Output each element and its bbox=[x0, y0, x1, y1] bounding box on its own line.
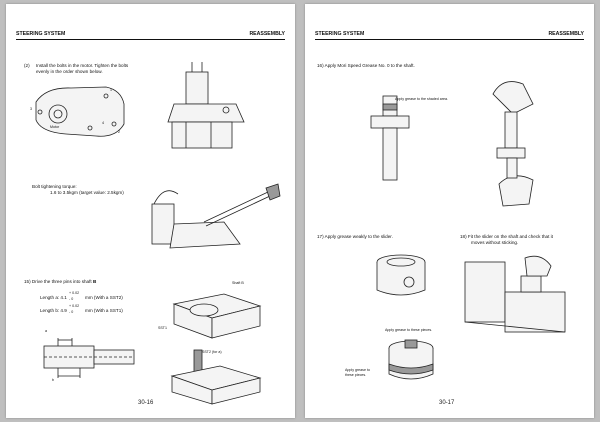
dimension-a-label: a bbox=[45, 329, 47, 333]
slider-fit-illustration bbox=[464, 255, 566, 333]
bolt-label-3: 3 bbox=[30, 107, 32, 111]
step-17-text: 17) Apply grease weakly to the slider. bbox=[317, 234, 393, 239]
slider-illustration bbox=[376, 254, 426, 296]
header-section-title: STEERING SYSTEM bbox=[16, 31, 66, 37]
dimension-b-label: b bbox=[52, 378, 54, 382]
step-2-line-2: evenly in the order shown below. bbox=[36, 69, 103, 74]
header-section-title: STEERING SYSTEM bbox=[315, 31, 365, 37]
motor-label: Motor bbox=[50, 125, 60, 129]
page-number: 30-16 bbox=[138, 400, 154, 406]
shaft-b-label: Shaft B bbox=[232, 281, 244, 285]
length-a-label: Length a: 4.1 bbox=[40, 295, 67, 300]
length-b-tolerance-top: + 0.02 bbox=[69, 304, 80, 308]
length-a-unit: mm (With a SST2) bbox=[85, 295, 123, 300]
step-2-line-1: Install the bolts in the motor. Tighten … bbox=[36, 63, 129, 68]
bolt-tightening-illustration bbox=[151, 183, 281, 249]
length-b-tolerance-bottom: - 0 bbox=[69, 310, 74, 314]
step-18-line-1: 18) Fit the slider on the shaft and chec… bbox=[460, 234, 553, 239]
slider-pieces-illustration bbox=[388, 339, 434, 380]
motor-cover-diagram bbox=[35, 86, 125, 137]
shaft-grease-illustration bbox=[370, 95, 410, 181]
length-b-unit: mm (With a SST1) bbox=[85, 308, 123, 313]
pin-driving-illustration bbox=[170, 293, 262, 405]
header-rule bbox=[315, 39, 584, 40]
length-b-label: Length b: 4.9 bbox=[40, 308, 67, 313]
header-section-name: REASSEMBLY bbox=[548, 31, 584, 37]
header-rule bbox=[16, 39, 285, 40]
step-15-text: 15) Drive the three pins into shaft B bbox=[24, 279, 97, 284]
torque-value: 1.6 to 3.5kgm (target value: 2.5kgm) bbox=[50, 190, 124, 195]
shaft-dimension-drawing bbox=[43, 338, 135, 378]
torque-heading: Bolt tightening torque: bbox=[32, 184, 77, 189]
motor-install-illustration bbox=[167, 62, 245, 149]
apply-grease-pieces-label: Apply grease to these pieces. bbox=[385, 328, 433, 332]
sst2-label: SST2 (for a) bbox=[202, 350, 222, 354]
step-16-text: 16) Apply Mori Speed Grease No. 0 to the… bbox=[317, 63, 415, 68]
page-header: STEERING SYSTEM REASSEMBLY bbox=[16, 30, 285, 40]
header-section-name: REASSEMBLY bbox=[249, 31, 285, 37]
bolt-label-4: 4 bbox=[102, 121, 104, 125]
page-header: STEERING SYSTEM REASSEMBLY bbox=[315, 30, 584, 40]
page-number: 30-17 bbox=[439, 400, 455, 406]
bolt-label-2: 2 bbox=[118, 130, 120, 134]
length-a-tolerance-bottom: - 0 bbox=[69, 297, 74, 301]
apply-grease-pieces-label-2-line-1: Apply grease to bbox=[345, 368, 370, 372]
step-2-number: (2) bbox=[24, 63, 30, 68]
step-18-line-2: moves without sticking. bbox=[471, 240, 519, 245]
applying-grease-illustration bbox=[492, 81, 534, 207]
left-page: STEERING SYSTEM REASSEMBLY (2) Install t… bbox=[6, 4, 295, 418]
bolt-label-1: 1 bbox=[110, 88, 112, 92]
right-page: STEERING SYSTEM REASSEMBLY 16) Apply Mor… bbox=[305, 4, 594, 418]
grease-shaded-area-label: Apply grease to the shaded area. bbox=[395, 97, 448, 101]
length-a-tolerance-top: + 0.02 bbox=[69, 291, 80, 295]
apply-grease-pieces-label-2-line-2: these pieces. bbox=[345, 373, 367, 377]
sst1-label: SST1 bbox=[158, 326, 167, 330]
